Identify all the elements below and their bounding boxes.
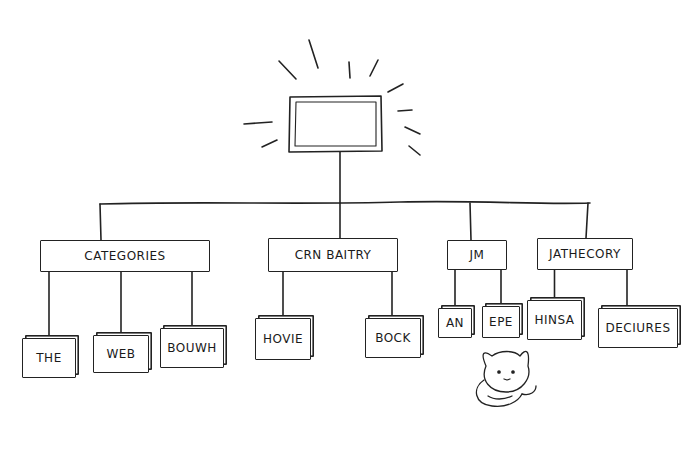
category-band: CRN BAITRY — [268, 238, 398, 272]
category-band: JM — [447, 240, 507, 270]
node-label: DECIURES — [605, 321, 670, 335]
node-label: HINSA — [534, 313, 574, 327]
tree-connector — [554, 270, 555, 300]
tree-bus — [100, 152, 590, 240]
tree-connector — [392, 272, 393, 318]
glow-rays — [244, 40, 420, 155]
tree-connector — [283, 272, 284, 318]
category-band: CATEGORIES — [40, 240, 210, 272]
leaf-box: HOVIE — [255, 318, 311, 360]
node-label: JM — [470, 248, 485, 262]
leaf-box: WEB — [93, 335, 149, 373]
node-label: CRN BAITRY — [295, 248, 372, 262]
leaf-box: BOUWH — [160, 328, 224, 368]
category-band: JATHECORY — [537, 238, 633, 270]
tree-connector — [49, 272, 50, 338]
tree-connector — [455, 270, 456, 308]
cat-doodle — [476, 351, 536, 406]
leaf-box: AN — [438, 308, 472, 338]
tree-connector — [121, 272, 122, 335]
leaf-box: HINSA — [527, 300, 582, 340]
tree-connector — [501, 270, 502, 306]
node-label: CATEGORIES — [84, 249, 165, 263]
leaf-box: BOCK — [365, 318, 421, 358]
node-label: EPE — [489, 315, 513, 329]
node-label: AN — [446, 316, 464, 330]
top-box — [289, 96, 382, 152]
node-label: THE — [36, 351, 61, 365]
leaf-box: THE — [22, 338, 76, 378]
leaf-box: EPE — [482, 306, 520, 338]
tree-connector — [192, 272, 193, 328]
leaf-box: DECIURES — [598, 308, 678, 348]
node-label: WEB — [106, 347, 135, 361]
node-label: JATHECORY — [549, 247, 621, 261]
top-box-inner — [295, 102, 376, 146]
node-label: BOCK — [375, 331, 411, 345]
tree-connector — [627, 270, 628, 308]
node-label: BOUWH — [167, 341, 217, 355]
node-label: HOVIE — [263, 332, 303, 346]
